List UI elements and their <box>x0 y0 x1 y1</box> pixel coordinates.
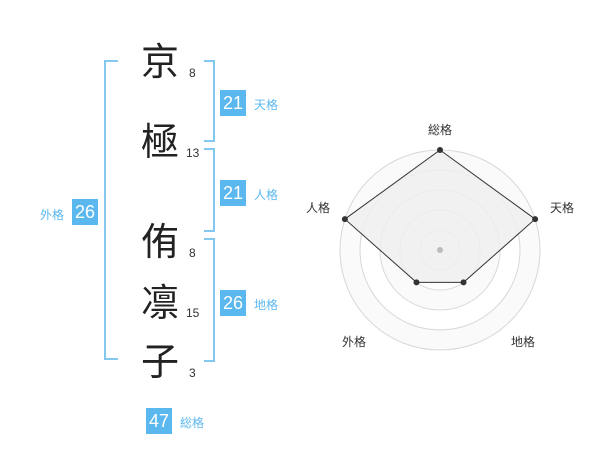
radar-label-gaikaku: 外格 <box>342 334 366 349</box>
radar-center-dot <box>437 247 443 253</box>
soukaku-label: 総格 <box>180 416 205 430</box>
fortune-radar-chart: 総格 天格 地格 外格 人格 <box>306 122 574 351</box>
stroke-count-1: 8 <box>189 66 196 80</box>
radar-label-jinkaku: 人格 <box>306 200 330 215</box>
radar-label-tenkaku: 天格 <box>550 200 574 215</box>
jinkaku-badge: 21 <box>220 180 246 206</box>
chikaku-badge: 26 <box>220 290 246 316</box>
stroke-count-3: 8 <box>189 246 196 260</box>
radar-point-soukaku <box>437 147 443 153</box>
tenkaku-bracket <box>204 60 215 142</box>
radar-point-gaikaku <box>413 279 420 286</box>
stroke-count-5: 3 <box>189 366 196 380</box>
stroke-count-2: 13 <box>186 146 200 160</box>
radar-label-soukaku: 総格 <box>428 122 452 137</box>
name-char-4: 凛 <box>140 281 179 325</box>
chikaku-bracket <box>204 238 215 362</box>
name-char-3: 侑 <box>140 220 179 264</box>
name-char-5: 子 <box>140 340 179 384</box>
chikaku-label: 地格 <box>254 298 279 312</box>
stroke-count-4: 15 <box>186 306 200 320</box>
jinkaku-bracket <box>204 148 215 232</box>
gaikaku-badge: 26 <box>72 199 98 225</box>
name-char-2: 極 <box>140 120 179 164</box>
gaikaku-bracket-bottom <box>104 298 118 360</box>
radar-point-tenkaku <box>532 216 539 223</box>
radar-label-chikaku: 地格 <box>511 334 535 349</box>
tenkaku-badge: 21 <box>220 90 246 116</box>
tenkaku-label: 天格 <box>254 98 279 112</box>
radar-dots <box>341 147 539 286</box>
radar-polygon <box>344 149 536 283</box>
gaikaku-bracket-top <box>104 60 118 300</box>
name-char-1: 京 <box>140 40 179 84</box>
jinkaku-label: 人格 <box>254 188 279 202</box>
gaikaku-label: 外格 <box>40 208 65 222</box>
soukaku-badge: 47 <box>146 408 172 434</box>
radar-point-jinkaku <box>341 216 348 223</box>
radar-point-chikaku <box>460 279 467 286</box>
